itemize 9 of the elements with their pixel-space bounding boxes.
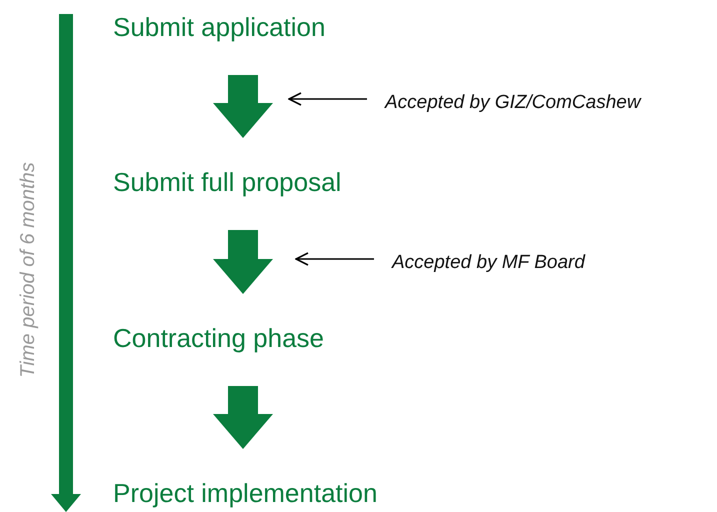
- annotation-text: Accepted by MF Board: [374, 251, 585, 275]
- pointer-arrow: [288, 92, 367, 106]
- step-label: Submit full proposal: [113, 166, 342, 198]
- step-label: Project implementation: [113, 477, 378, 509]
- pointer-arrow: [295, 252, 374, 266]
- step-label: Contracting phase: [113, 322, 324, 354]
- step-label: Submit application: [113, 11, 326, 43]
- annotation-text: Accepted by GIZ/ComCashew: [367, 91, 641, 115]
- timeline-label: Time period of 6 months: [16, 162, 40, 378]
